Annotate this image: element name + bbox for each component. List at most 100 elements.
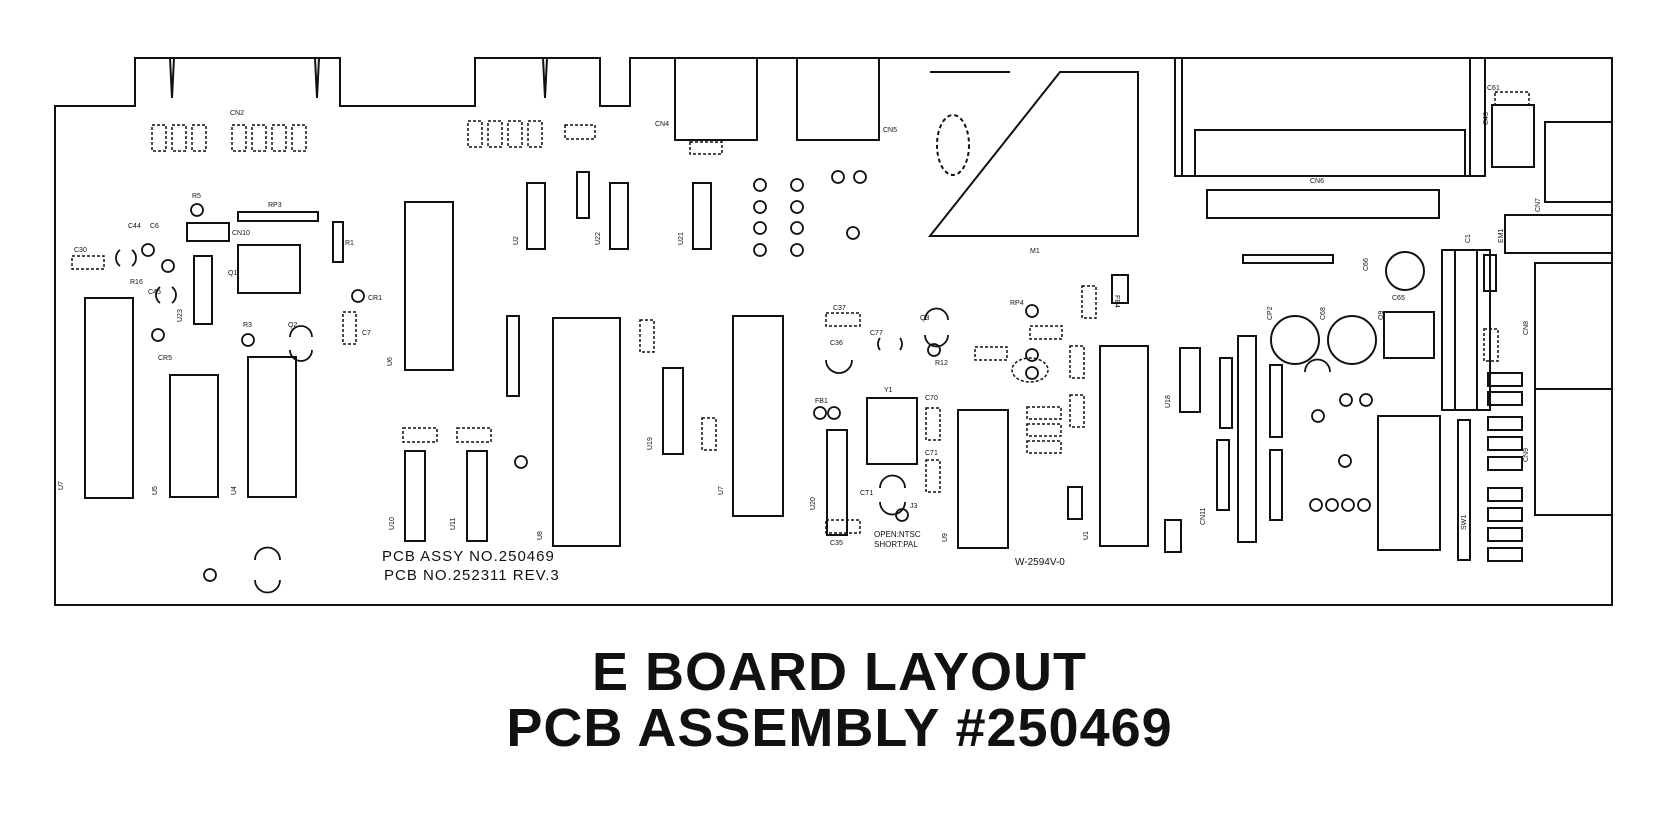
- svg-text:C35: C35: [830, 540, 843, 547]
- svg-text:EM1: EM1: [1498, 229, 1505, 244]
- svg-text:FB1: FB1: [815, 398, 828, 405]
- svg-text:C30: C30: [74, 247, 87, 254]
- ic-u7-mid: [732, 315, 784, 517]
- label-cn8: CN8: [1523, 321, 1530, 335]
- svg-text:C44: C44: [128, 223, 141, 230]
- ic-u4: [247, 356, 297, 498]
- caption-line-2: PCB ASSEMBLY #250469: [506, 698, 1173, 758]
- label-u4: U4: [231, 486, 238, 495]
- ic-u7-left: [84, 297, 134, 499]
- ic-u9: [957, 409, 1009, 549]
- svg-text:C45: C45: [148, 289, 161, 296]
- rp6: [576, 171, 590, 219]
- svg-text:C77: C77: [870, 330, 883, 337]
- svg-text:C1: C1: [1465, 234, 1472, 243]
- rp3: [237, 211, 319, 222]
- cn11-connector: [1206, 189, 1440, 219]
- c65: [1327, 315, 1377, 365]
- label-cn2: CN2: [230, 110, 244, 117]
- svg-text:RP3: RP3: [268, 202, 282, 209]
- caption: E BOARD LAYOUT PCB ASSEMBLY #250469: [0, 644, 1679, 756]
- svg-text:C68: C68: [1320, 307, 1327, 320]
- svg-text:CT1: CT1: [860, 490, 873, 497]
- ic-u6: [404, 201, 454, 371]
- q1: [237, 244, 301, 294]
- ic-u23: [193, 255, 213, 325]
- svg-text:RP4: RP4: [1010, 300, 1024, 307]
- jumper-note-ntsc: OPEN:NTSC: [874, 530, 921, 539]
- label-u20: U20: [810, 497, 817, 510]
- svg-text:C66: C66: [1363, 258, 1370, 271]
- label-u7: U7: [58, 481, 65, 490]
- svg-text:FB4: FB4: [1113, 295, 1120, 308]
- svg-text:R3: R3: [243, 322, 252, 329]
- label-cn5: CN5: [883, 127, 897, 134]
- svg-text:R5: R5: [192, 193, 201, 200]
- ic-u22: [609, 182, 629, 250]
- cn8-connector: [1534, 262, 1613, 390]
- label-u2: U2: [513, 236, 520, 245]
- label-cn4: CN4: [655, 121, 669, 128]
- label-u1: U1: [1083, 531, 1090, 540]
- ic-u20: [826, 429, 848, 536]
- svg-text:Q1: Q1: [228, 270, 237, 277]
- jumper-note-pal: SHORT:PAL: [874, 540, 918, 549]
- svg-text:C43: C43: [1483, 112, 1490, 125]
- c58: [1385, 251, 1425, 291]
- ic-u2: [526, 182, 546, 250]
- m1-module: [927, 71, 1139, 237]
- cn7-connector: [1544, 121, 1613, 203]
- pcb-number-text: PCB NO.252311 REV.3: [384, 567, 560, 584]
- component-labels: U7 U5 U4 U23 U6 U10 U11 U2 U22 U8 U21 U1…: [58, 85, 1542, 547]
- cn6-connector: [1174, 57, 1486, 177]
- ic-u8: [552, 317, 621, 547]
- drawing-number: W-2594V-0: [1015, 557, 1065, 568]
- cn4-connector: [674, 57, 758, 141]
- em-jumper-block: [1487, 372, 1523, 562]
- pcb-assy-text: PCB ASSY NO.250469: [382, 548, 555, 565]
- svg-text:CP2: CP2: [1267, 306, 1274, 320]
- svg-text:SW1: SW1: [1461, 515, 1468, 530]
- label-u19: U19: [647, 437, 654, 450]
- label-u23: U23: [177, 309, 184, 322]
- label-u9: U9: [942, 533, 949, 542]
- svg-text:C7: C7: [362, 330, 371, 337]
- svg-text:Y1: Y1: [884, 387, 893, 394]
- label-cn10: CN10: [232, 230, 250, 237]
- svg-text:C70: C70: [925, 395, 938, 402]
- label-cn7: CN7: [1535, 198, 1542, 212]
- ic-u5: [169, 374, 219, 498]
- svg-text:Q2: Q2: [288, 322, 297, 329]
- label-u6: U6: [387, 357, 394, 366]
- svg-text:R12: R12: [935, 360, 948, 367]
- svg-text:C6: C6: [150, 223, 159, 230]
- ic-u18: [1179, 347, 1201, 413]
- label-u7-mid: U7: [718, 486, 725, 495]
- svg-text:Q3: Q3: [920, 315, 929, 322]
- label-m1: M1: [1030, 248, 1040, 255]
- caption-line-1: E BOARD LAYOUT: [591, 642, 1088, 702]
- label-u10: U10: [389, 517, 396, 530]
- cn9-connector: [1534, 388, 1613, 516]
- label-u11: U11: [450, 518, 457, 530]
- svg-text:C37: C37: [833, 305, 846, 312]
- svg-text:Q9: Q9: [1378, 311, 1385, 320]
- y1: [866, 397, 918, 465]
- label-u21: U21: [678, 232, 685, 245]
- label-u18: U18: [1165, 395, 1172, 408]
- ic-u1: [1099, 345, 1149, 547]
- ic-u19: [662, 367, 684, 455]
- ic-u10: [404, 450, 426, 542]
- svg-text:C61: C61: [1487, 85, 1500, 92]
- label-cn9: CN9: [1523, 448, 1530, 462]
- label-cn6: CN6: [1310, 178, 1324, 185]
- label-u5: U5: [152, 486, 159, 495]
- label-u8: U8: [537, 531, 544, 540]
- label-u22: U22: [595, 232, 602, 245]
- svg-text:R16: R16: [130, 279, 143, 286]
- svg-text:C65: C65: [1392, 295, 1405, 302]
- svg-text:CR5: CR5: [158, 355, 172, 362]
- svg-text:CR1: CR1: [368, 295, 382, 302]
- label-cn11: CN11: [1200, 508, 1207, 525]
- svg-text:J3: J3: [910, 503, 918, 510]
